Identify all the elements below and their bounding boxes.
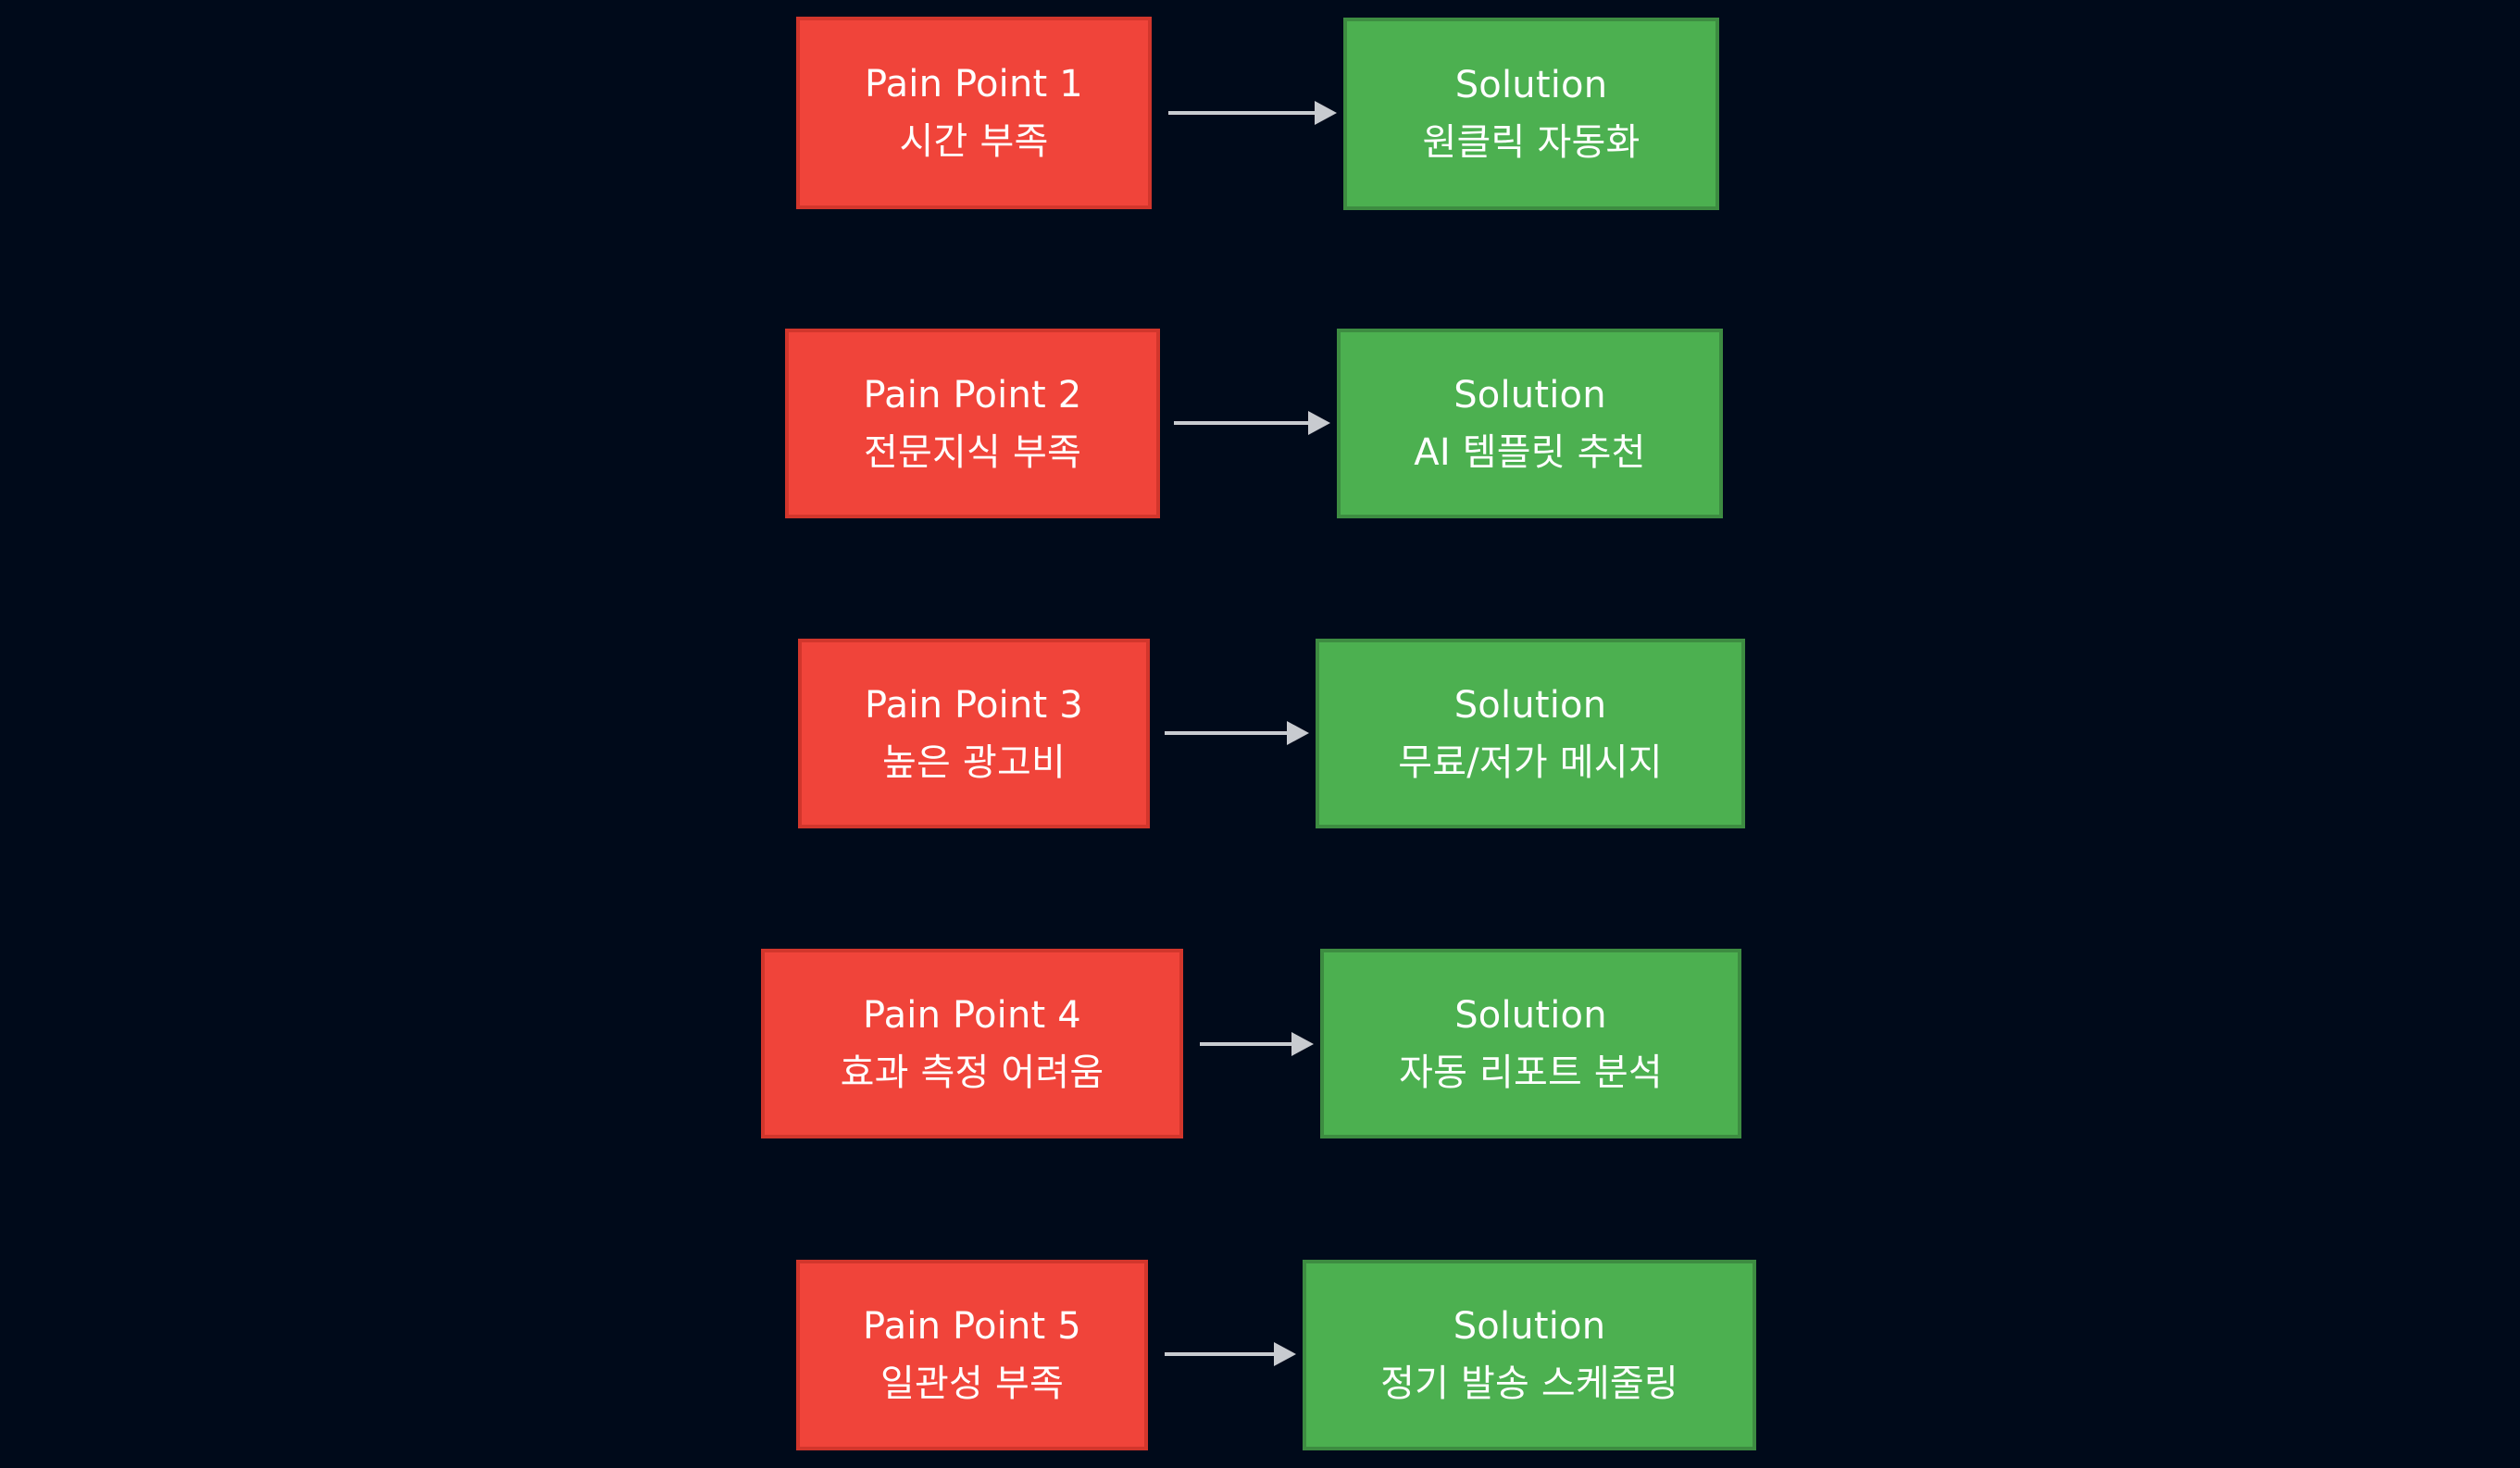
solution-node-3[interactable]: Solution 무료/저가 메시지 — [1316, 639, 1745, 828]
solution-label-3: Solution — [1453, 683, 1607, 727]
solution-label-4: Solution — [1454, 993, 1607, 1037]
solution-label-2: Solution — [1453, 373, 1606, 417]
flow-arrow-3 — [1165, 715, 1309, 752]
solution-label-1: Solution — [1454, 64, 1608, 106]
pain-point-node-3[interactable]: Pain Point 3 높은 광고비 — [798, 639, 1150, 828]
flow-arrow-4 — [1200, 1026, 1314, 1063]
solution-node-1[interactable]: Solution 원클릭 자동화 — [1343, 18, 1719, 210]
solution-detail-5: 정기 발송 스케줄링 — [1380, 1362, 1678, 1405]
pain-point-label-5: Pain Point 5 — [863, 1305, 1081, 1348]
pain-point-label-3: Pain Point 3 — [865, 683, 1083, 727]
solution-detail-3: 무료/저가 메시지 — [1398, 740, 1663, 784]
solution-detail-1: 원클릭 자동화 — [1422, 121, 1640, 164]
pain-point-label-4: Pain Point 4 — [863, 993, 1081, 1037]
pain-point-node-5[interactable]: Pain Point 5 일관성 부족 — [796, 1260, 1148, 1450]
pain-point-node-4[interactable]: Pain Point 4 효과 측정 어려움 — [761, 949, 1183, 1138]
pain-point-detail-2: 전문지식 부족 — [864, 430, 1081, 474]
flow-arrow-5 — [1165, 1336, 1296, 1373]
solution-node-2[interactable]: Solution AI 템플릿 추천 — [1337, 329, 1723, 518]
flow-arrow-1 — [1168, 94, 1337, 131]
pain-point-detail-5: 일관성 부족 — [880, 1362, 1064, 1405]
solution-node-5[interactable]: Solution 정기 발송 스케줄링 — [1303, 1260, 1756, 1450]
solution-node-4[interactable]: Solution 자동 리포트 분석 — [1320, 949, 1741, 1138]
solution-detail-4: 자동 리포트 분석 — [1399, 1051, 1663, 1094]
pain-point-node-1[interactable]: Pain Point 1 시간 부족 — [796, 17, 1152, 209]
pain-point-detail-1: 시간 부족 — [899, 120, 1049, 163]
pain-point-detail-4: 효과 측정 어려움 — [840, 1051, 1104, 1094]
flow-arrow-2 — [1174, 404, 1330, 442]
pain-point-label-1: Pain Point 1 — [865, 63, 1083, 106]
pain-point-label-2: Pain Point 2 — [863, 373, 1082, 417]
pain-point-detail-3: 높은 광고비 — [882, 740, 1066, 784]
solution-label-5: Solution — [1453, 1305, 1606, 1348]
pain-point-node-2[interactable]: Pain Point 2 전문지식 부족 — [785, 329, 1160, 518]
solution-detail-2: AI 템플릿 추천 — [1414, 430, 1646, 474]
